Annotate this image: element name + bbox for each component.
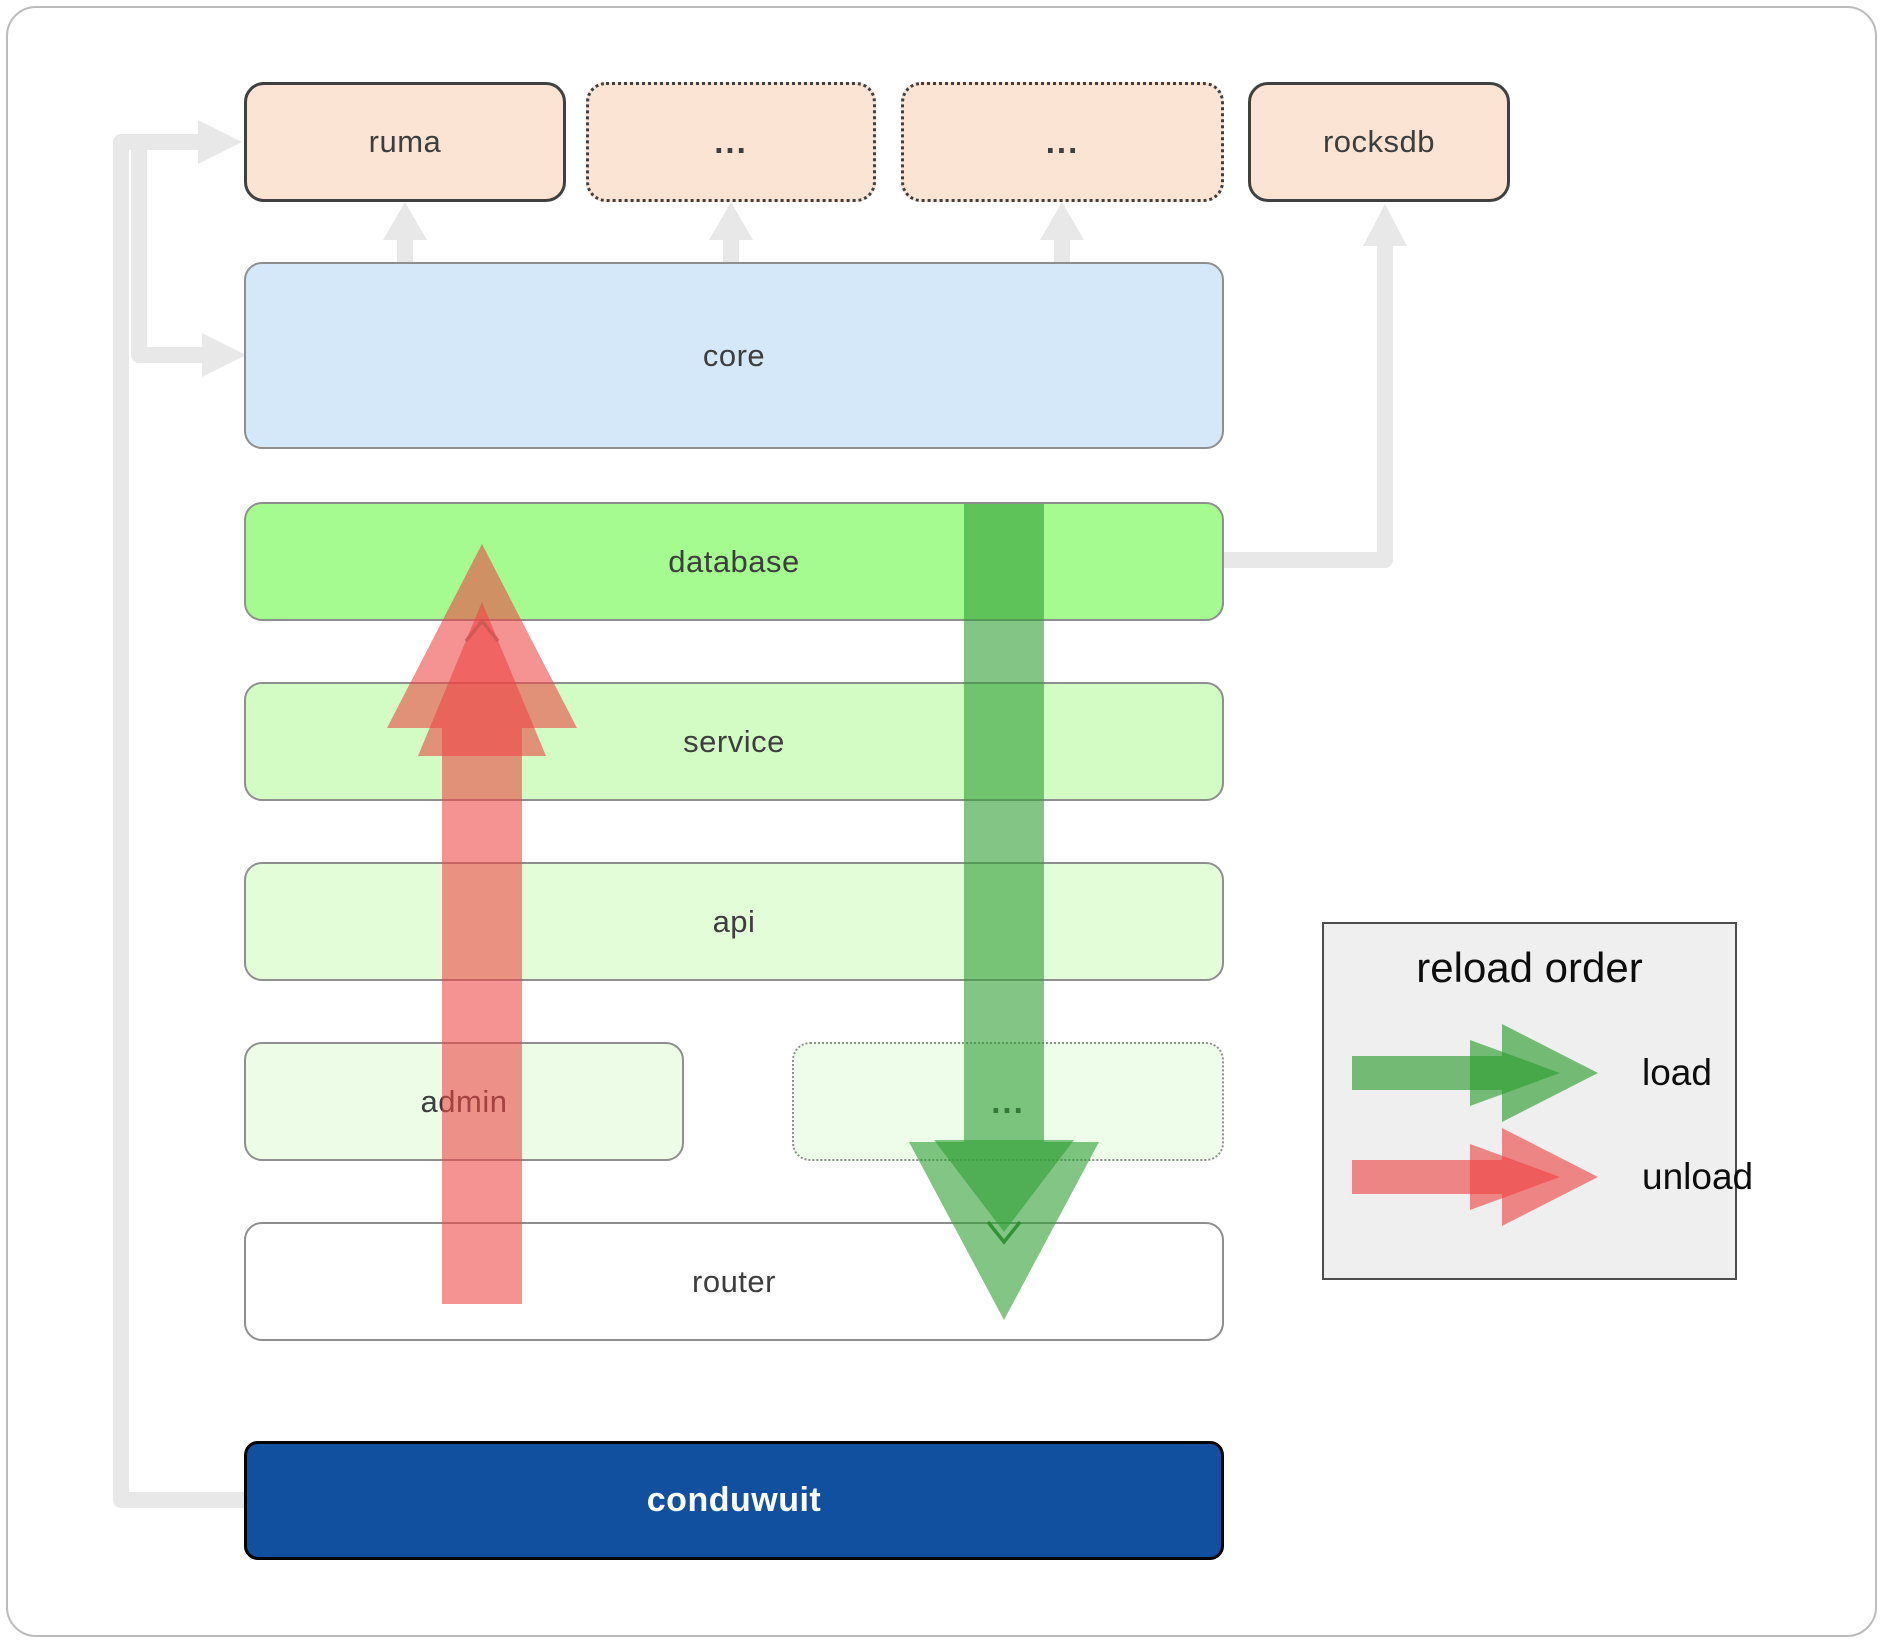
- box-conduwuit-label: conduwuit: [646, 1481, 822, 1519]
- box-conduwuit: conduwuit: [244, 1441, 1224, 1560]
- layer-database-label: database: [668, 543, 800, 579]
- box-rocksdb-label: rocksdb: [1322, 124, 1436, 159]
- layer-api-label: api: [712, 903, 756, 939]
- box-more-crates-1-label: ...: [714, 123, 748, 160]
- outer-frame: [6, 6, 1877, 1637]
- box-more-crates-2-label: ...: [1045, 123, 1080, 160]
- layer-router: router: [244, 1222, 1224, 1341]
- layer-database: database: [244, 502, 1224, 621]
- layer-core: core: [244, 262, 1224, 449]
- box-more-crates-2: ...: [901, 82, 1224, 202]
- layer-core-label: core: [702, 337, 766, 373]
- layer-api: api: [244, 862, 1224, 981]
- layer-service-label: service: [683, 723, 785, 759]
- box-rocksdb: rocksdb: [1248, 82, 1510, 202]
- layer-router-label: router: [692, 1263, 776, 1299]
- box-admin: admin: [244, 1042, 684, 1161]
- box-ruma: ruma: [244, 82, 566, 202]
- box-more-crates-1: ...: [586, 82, 876, 202]
- legend-unload-label: unload: [1642, 1156, 1754, 1197]
- box-admin-more-label: ...: [991, 1082, 1025, 1120]
- legend-title: reload order: [1416, 944, 1643, 991]
- box-admin-more: ...: [792, 1042, 1224, 1161]
- box-admin-label: admin: [420, 1083, 508, 1119]
- box-ruma-label: ruma: [368, 124, 442, 159]
- layer-service: service: [244, 682, 1224, 801]
- legend-load-label: load: [1642, 1052, 1712, 1093]
